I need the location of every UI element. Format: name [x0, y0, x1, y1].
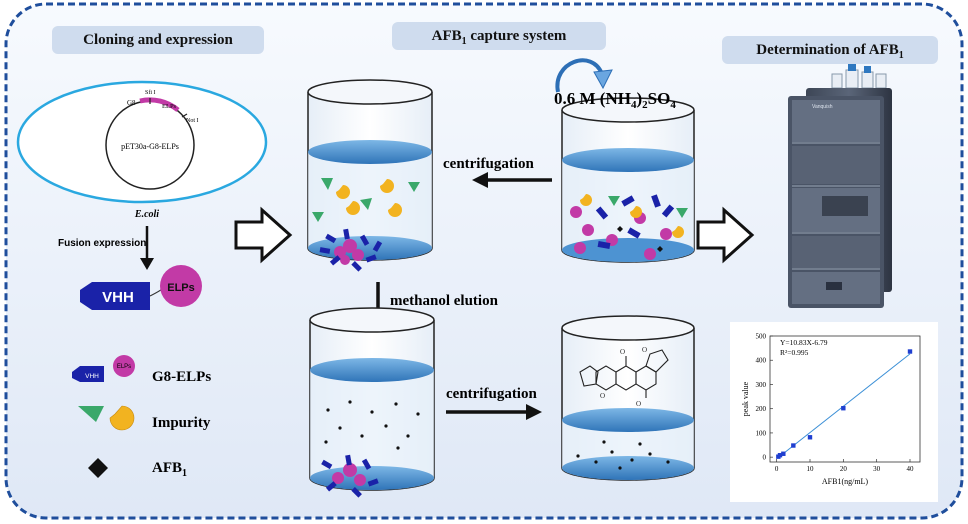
- data-point: [791, 443, 796, 448]
- beaker-centrifuged: [307, 79, 433, 272]
- legend-elps-label: ELPs: [117, 364, 131, 370]
- legend-afb1-label: AFB1: [152, 460, 187, 479]
- data-point: [841, 406, 846, 411]
- beaker-eluted: [309, 307, 435, 498]
- plasmid-map: G8 Sfi I ELPs Not I pET30a-G8-ELPs: [16, 80, 268, 204]
- x-tick-label: 30: [873, 465, 881, 473]
- elps-segment: [139, 97, 180, 112]
- determination-title-sub: 1: [898, 50, 904, 61]
- salt-label: 0.6 M (NH4)2SO4: [554, 89, 676, 111]
- data-point: [781, 451, 786, 456]
- fusion-elps-label: ELPs: [167, 282, 195, 294]
- legend-impurity-green-icon: [78, 406, 104, 422]
- x-tick-label: 0: [775, 465, 779, 473]
- legend-vhh-icon: [72, 366, 104, 382]
- arrow-to-capture: [234, 206, 293, 264]
- y-tick-label: 200: [756, 405, 767, 413]
- chart-plot-frame: [769, 335, 921, 463]
- hplc-brand-label: Vanquish: [812, 104, 833, 110]
- sfi-label: Sfi I: [145, 89, 156, 96]
- centrifugation-top-label: centrifugation: [443, 156, 534, 172]
- hplc-instrument: Vanquish: [788, 64, 892, 308]
- legend-elps-icon: [113, 355, 135, 377]
- methanol-label: methanol elution: [390, 293, 499, 309]
- legend-g8elps-label: G8-ELPs: [152, 369, 211, 385]
- plasmid-name: pET30a-G8-ELPs: [121, 142, 179, 151]
- elps-plasmid-label: ELPs: [162, 103, 177, 110]
- capture-title-text: AFB: [431, 28, 462, 44]
- x-tick-label: 10: [807, 465, 815, 473]
- legend-afb1-icon: [88, 458, 108, 478]
- calibration-chart: 0 100 200 300 400 500 0 10 20 30 40 Y=10.83X-6.79R²…: [730, 322, 938, 502]
- svg-text:O: O: [620, 348, 625, 356]
- y-tick-label: 500: [756, 333, 767, 341]
- svg-text:O: O: [600, 392, 605, 400]
- chart-equation: Y=10.83X-6.79: [780, 338, 828, 347]
- svg-text:O: O: [636, 400, 641, 408]
- noti-label: Not I: [186, 118, 199, 124]
- y-tick-label: 400: [756, 357, 767, 365]
- vhh-label: VHH: [102, 289, 134, 306]
- y-tick-label: 300: [756, 381, 767, 389]
- section-cloning-title: Cloning and expression: [52, 26, 264, 54]
- section-determination-title: Determination of AFB1: [722, 36, 938, 64]
- capture-title-sub: 1: [461, 36, 467, 47]
- section-capture-title: AFB1 capture system: [392, 22, 606, 50]
- salt-curved-arrow: [555, 58, 604, 93]
- y-tick-label: 100: [756, 429, 767, 437]
- svg-text:O: O: [642, 346, 647, 354]
- legend: VHH ELPs G8-ELPs Impurity AFB1: [72, 355, 211, 479]
- fit-line: [778, 353, 911, 458]
- chart-y-axis-label: peak value: [741, 381, 750, 416]
- host-label: E.coli: [134, 209, 159, 220]
- data-point: [807, 435, 813, 440]
- beaker-capture-mixture: [561, 97, 695, 263]
- g8-label: G8: [127, 99, 136, 107]
- x-tick-label: 20: [840, 465, 848, 473]
- arrow-to-hplc: [696, 206, 755, 264]
- y-tick-label: 0: [763, 454, 767, 462]
- vhh-elps-fusion: VHH ELPs: [80, 265, 202, 310]
- x-tick-label: 40: [907, 465, 915, 473]
- afb1-structure: [579, 349, 669, 398]
- data-point: [777, 453, 783, 458]
- centrifugation-bottom-label: centrifugation: [446, 386, 537, 402]
- legend-impurity-label: Impurity: [152, 415, 211, 431]
- chart-x-axis-label: AFB1(ng/mL): [822, 477, 869, 486]
- legend-impurity-yellow-icon: [109, 405, 135, 431]
- data-point: [907, 349, 913, 354]
- legend-vhh-label: VHH: [85, 373, 99, 380]
- fusion-label: Fusion expression: [58, 238, 146, 249]
- chart-background: [730, 322, 938, 502]
- chart-r2: R²=0.995: [780, 348, 809, 357]
- beaker-afb1: O O O O: [561, 315, 695, 481]
